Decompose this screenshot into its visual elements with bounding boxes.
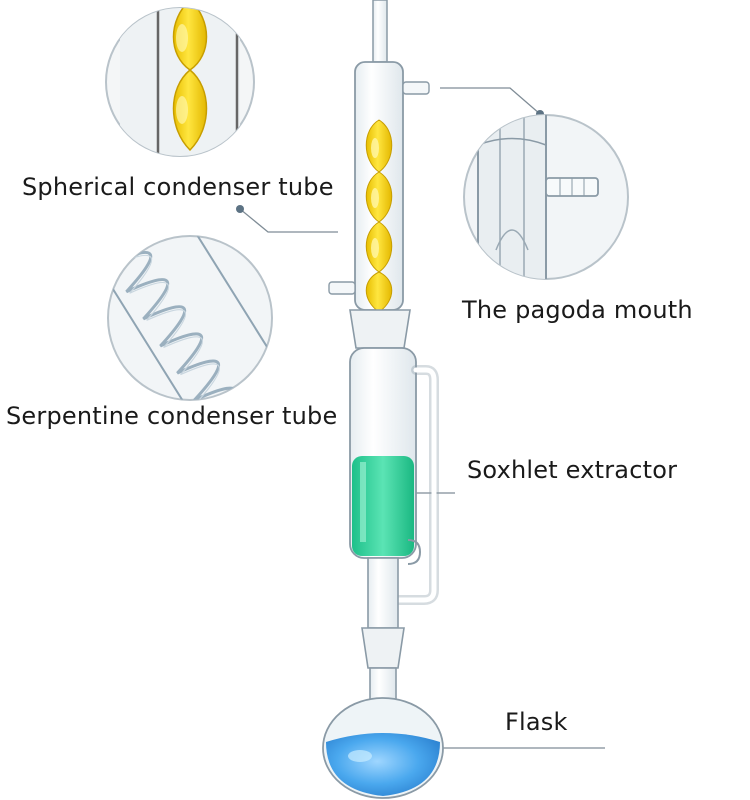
- flask-liquid: [326, 733, 440, 796]
- zoom-circle-pagoda: [463, 114, 629, 280]
- leader-spherical: [239, 208, 338, 233]
- label-soxhlet-extractor: Soxhlet extractor: [467, 456, 678, 484]
- callout-dot-spherical: [236, 205, 244, 213]
- extractor-liquid: [352, 456, 414, 556]
- label-flask: Flask: [505, 708, 568, 736]
- apparatus: [322, 0, 444, 799]
- label-pagoda-mouth: The pagoda mouth: [462, 296, 693, 324]
- label-spherical-condenser: Spherical condenser tube: [22, 173, 334, 201]
- label-serpentine-condenser: Serpentine condenser tube: [6, 402, 338, 430]
- zoom-circle-serpentine: [107, 235, 273, 401]
- zoom-circle-spherical: [105, 7, 255, 157]
- leader-pagoda: [440, 87, 541, 115]
